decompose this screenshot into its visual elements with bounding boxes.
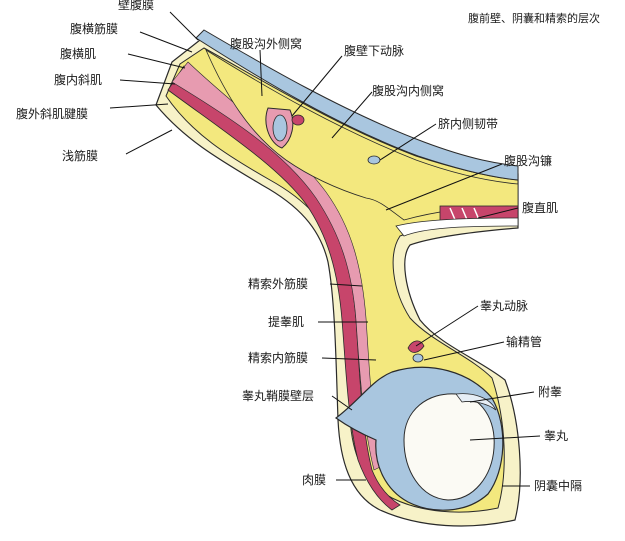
- label-testis: 睾丸: [544, 428, 568, 443]
- label-internal-oblique: 腹内斜肌: [54, 73, 102, 87]
- label-inferior-epigastric-artery: 腹壁下动脉: [344, 43, 404, 58]
- label-inguinal-falx: 腹股沟镰: [504, 153, 552, 168]
- label-external-oblique-aponeurosis: 腹外斜肌腱膜: [16, 107, 88, 121]
- label-epididymis: 附睾: [538, 384, 562, 399]
- label-cremaster: 提睾肌: [268, 314, 304, 329]
- label-internal-spermatic-fascia: 精索内筋膜: [248, 350, 308, 365]
- epididymis-body: [455, 393, 497, 411]
- label-transversalis-fascia: 腹横筋膜: [70, 21, 118, 36]
- label-medial-umbilical-fold: 脐内侧韧带: [438, 116, 498, 131]
- label-tunica-vaginalis-parietal: 睾丸鞘膜壁层: [242, 388, 314, 403]
- medial-umbilical-fold-mark: [367, 155, 381, 165]
- inguinal-falx-strip: [395, 217, 519, 237]
- label-medial-inguinal-fossa: 腹股沟内侧窝: [372, 83, 444, 98]
- label-superficial-fascia: 浅筋膜: [62, 148, 98, 163]
- diagram-title: 腹前壁、阴囊和精索的层次: [468, 11, 600, 25]
- extraperitoneal-tissue: [205, 48, 519, 221]
- label-testicular-artery: 睾丸动脉: [480, 298, 528, 313]
- testis-body: [403, 393, 495, 501]
- inferior-epigastric-vessels: [265, 107, 305, 149]
- label-lateral-inguinal-fossa: 腹股沟外侧窝: [230, 36, 302, 51]
- label-peritoneum: 壁腹膜: [118, 0, 154, 12]
- anatomy-illustration: [155, 29, 521, 527]
- labels: 壁腹膜 腹横筋膜 腹横肌 腹内斜肌 腹外斜肌腱膜 浅筋膜 腹股沟外侧窝 腹壁下动…: [16, 0, 582, 493]
- label-ductus-deferens: 输精管: [506, 334, 542, 349]
- label-rectus-abdominis: 腹直肌: [522, 201, 558, 215]
- label-dartos: 肉膜: [302, 473, 326, 487]
- label-transversus-abdominis: 腹横肌: [60, 47, 96, 61]
- label-external-spermatic-fascia: 精索外筋膜: [248, 276, 308, 291]
- leader-lines: [109, 11, 541, 487]
- label-scrotal-septum: 阴囊中隔: [534, 478, 582, 493]
